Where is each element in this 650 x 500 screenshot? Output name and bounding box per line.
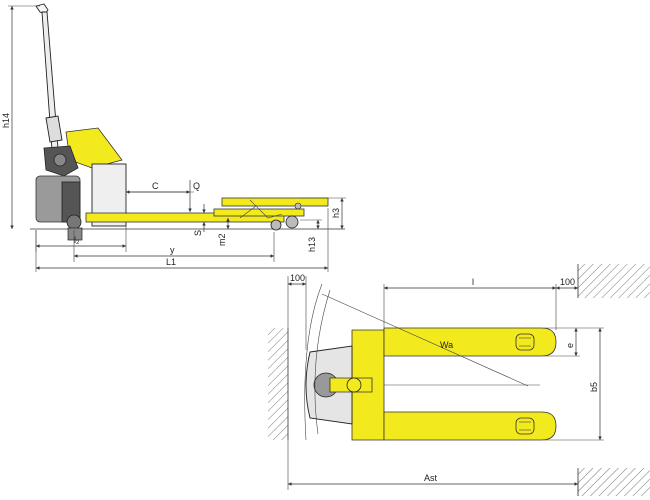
dim-fork-length: l: [383, 277, 557, 330]
dim-b5: b5: [544, 328, 604, 441]
label-wall-gap-left: 100: [290, 273, 305, 283]
label-ast: Ast: [424, 473, 438, 483]
label-h13: h13: [307, 237, 317, 252]
dim-h3: h3: [300, 197, 346, 229]
dim-h14: h14: [1, 5, 40, 229]
dim-h13: h13: [300, 219, 322, 252]
dim-c: C: [126, 181, 190, 194]
label-h3: h3: [331, 208, 341, 218]
dim-s: S: [193, 204, 206, 236]
dim-q: Q: [188, 180, 200, 212]
dim-wall-gap-right: 100: [556, 277, 578, 290]
label-y: y: [170, 245, 175, 255]
drive-wheel: [66, 214, 82, 230]
label-q: Q: [193, 181, 200, 191]
label-fork-length: l: [472, 277, 474, 287]
label-wall-gap-right: 100: [560, 277, 575, 287]
side-view: h14 C Q S m2 h3: [1, 3, 346, 272]
dim-e: e: [544, 327, 604, 357]
label-wa: Wa: [440, 340, 453, 350]
label-l1: L1: [166, 257, 176, 267]
label-h14: h14: [1, 113, 11, 128]
wall-left: [268, 328, 288, 440]
dim-ast: Ast: [287, 440, 579, 496]
wall-top-right: [578, 264, 650, 298]
label-l2: l₂: [74, 235, 80, 245]
load-wheel-rear: [270, 219, 282, 231]
label-c: C: [152, 181, 159, 191]
wall-bottom-right: [578, 468, 650, 496]
label-b5: b5: [589, 382, 599, 392]
label-e: e: [565, 343, 575, 348]
load-wheel-front: [285, 215, 299, 229]
fork-upper: [383, 327, 557, 357]
label-s: S: [193, 230, 203, 236]
tiller-handle: [35, 3, 63, 151]
dim-y: y: [73, 230, 275, 262]
fork-lower: [383, 411, 557, 441]
dim-wall-gap-left: 100: [287, 273, 307, 350]
truck-top-body: [305, 329, 385, 441]
label-m2: m2: [217, 233, 227, 246]
dim-l1: L1: [35, 208, 329, 272]
top-view: Wa 100 l 100 e: [268, 264, 650, 496]
fork-raised: [213, 197, 329, 219]
dim-m2: m2: [217, 218, 230, 246]
